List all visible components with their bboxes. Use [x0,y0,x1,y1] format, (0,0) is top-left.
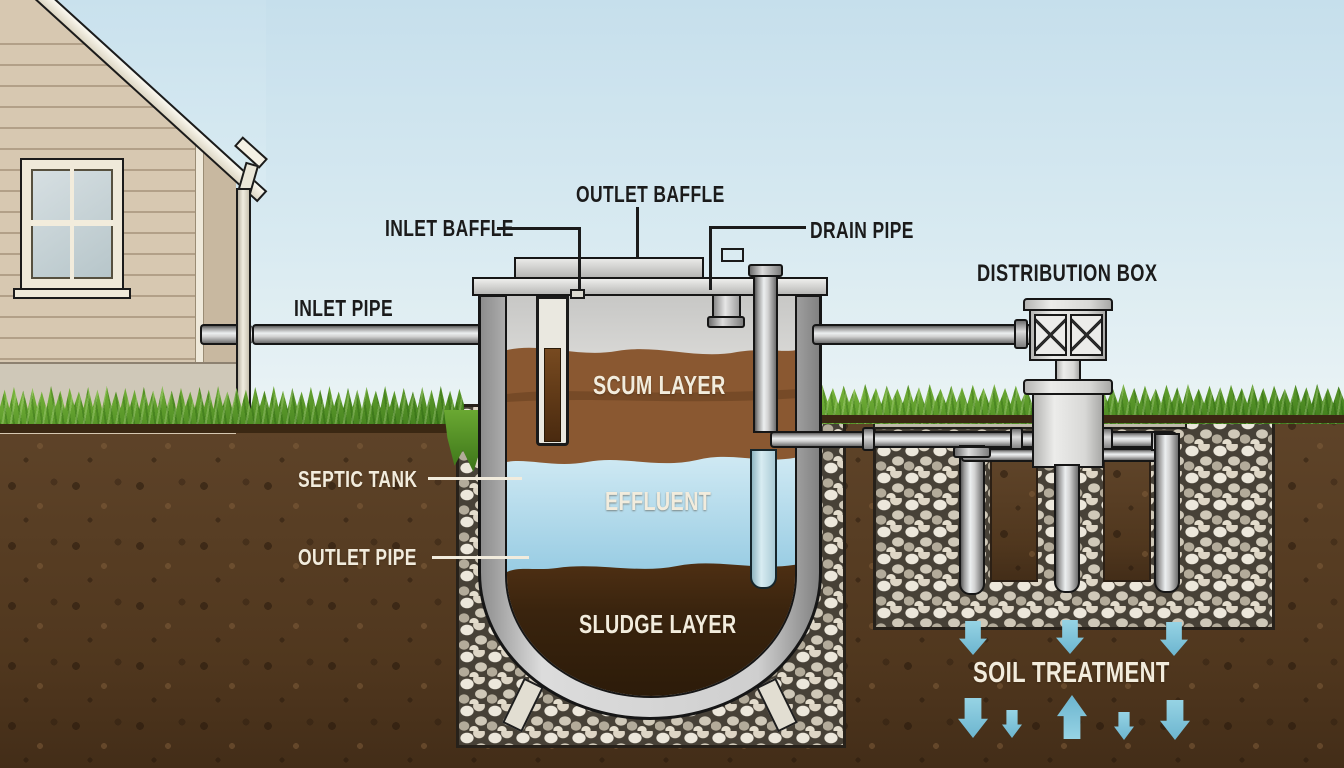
tank-raised-lid [514,257,704,279]
drain-pipe-vertical [753,267,778,433]
dbox-underground-body [1032,392,1104,468]
outlet-baffle-fitting [712,294,741,320]
drain-pipe-collar [748,264,783,277]
inlet-baffle-leader-v [578,227,581,290]
dbox-x-panel-left [1034,314,1067,356]
downspout [236,188,251,420]
outlet-baffle-label: OUTLET BAFFLE [576,181,725,207]
inlet-baffle-contents [544,348,561,442]
outlet-baffle-coupling [707,316,745,328]
outlet-pipe-label: OUTLET PIPE [298,544,417,570]
percolation-arrow-down-small [1114,712,1134,740]
scum-layer-label: SCUM LAYER [593,370,726,400]
drain-pipe-leader-h [709,226,806,229]
window-sill [13,288,131,299]
soil-column-right [1103,458,1151,582]
outlet-baffle-leader [636,207,639,259]
tank-lid-slab [472,277,828,296]
trench-pipe-right [1154,433,1180,593]
outlet-baffle-tube [750,449,777,589]
house-foundation [0,362,238,404]
outlet-pipe-leader [432,556,529,559]
dbox-cap [1023,298,1113,311]
inlet-baffle-leader-h [497,227,581,230]
inlet-baffle-label: INLET BAFFLE [385,215,514,241]
distribution-box-label: DISTRIBUTION BOX [977,260,1158,287]
drain-pipe-label: DRAIN PIPE [810,217,914,243]
topsoil-line-left [0,424,464,433]
trench-pipe-left [959,445,985,595]
dbox-x-panel-right [1070,314,1103,356]
dbox-neck [1055,358,1081,381]
septic-tank-leader [428,477,522,480]
dbox-flange [1023,379,1113,395]
effluent-label: EFFLUENT [605,486,712,516]
septic-tank-interior [505,294,797,698]
lid-access-outline [721,248,744,262]
trench-pipe-center [1054,464,1080,593]
tank-layers-graphic [507,294,795,696]
inlet-baffle-lid-port [570,289,585,299]
tank-to-dbox-pipe [812,324,1034,345]
inlet-pipe-label: INLET PIPE [294,295,393,321]
drain-pipe-leader-v [709,226,712,290]
soil-treatment-label: SOIL TREATMENT [973,657,1170,689]
window-meeting-rail [31,220,113,226]
trench-pipe-left-collar [953,446,991,458]
soil-column-left [990,458,1038,582]
septic-tank-label: SEPTIC TANK [298,466,418,492]
percolation-arrow-down-small [1002,710,1022,738]
pipe-coupling-1 [862,427,875,451]
sludge-layer-label: SLUDGE LAYER [579,609,737,639]
dbox-pipe-coupling [1014,319,1028,349]
